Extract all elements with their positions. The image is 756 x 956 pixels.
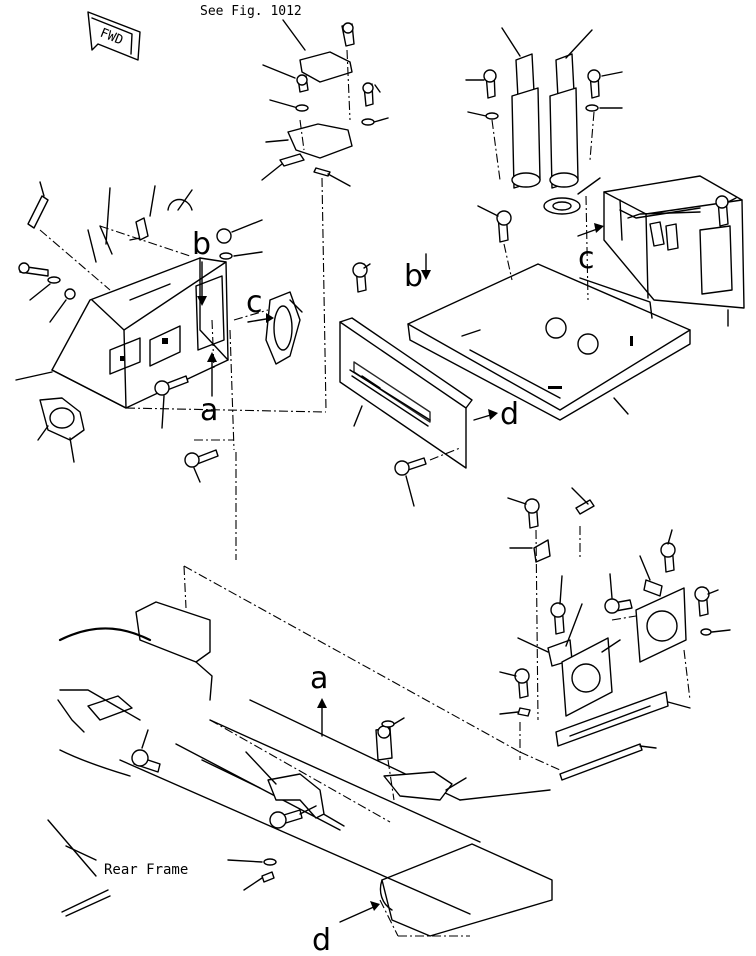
rear-frame-label: Rear Frame bbox=[104, 862, 188, 878]
upper-bracket-group bbox=[261, 19, 389, 411]
center-grille-panel bbox=[339, 317, 498, 507]
callout-b-center: b bbox=[404, 259, 423, 294]
exhaust-pipe-group bbox=[465, 27, 623, 215]
callout-a-bottom: a bbox=[310, 661, 328, 696]
center-top-plate bbox=[352, 195, 691, 421]
callout-a-left: a bbox=[200, 393, 218, 428]
rear-frame bbox=[47, 601, 553, 937]
fwd-direction-tag: FWD bbox=[87, 11, 141, 61]
left-cover-assembly bbox=[15, 181, 327, 483]
callout-d-center: d bbox=[500, 397, 519, 432]
see-fig-reference: See Fig. 1012 bbox=[200, 4, 302, 19]
callout-d-bottom: d bbox=[312, 923, 331, 956]
callout-c-left: c bbox=[246, 285, 263, 320]
callout-b-left: b bbox=[192, 227, 211, 262]
callout-c-right: c bbox=[578, 241, 595, 276]
right-side-panel bbox=[577, 175, 745, 327]
right-lower-bracket-group bbox=[499, 487, 731, 781]
